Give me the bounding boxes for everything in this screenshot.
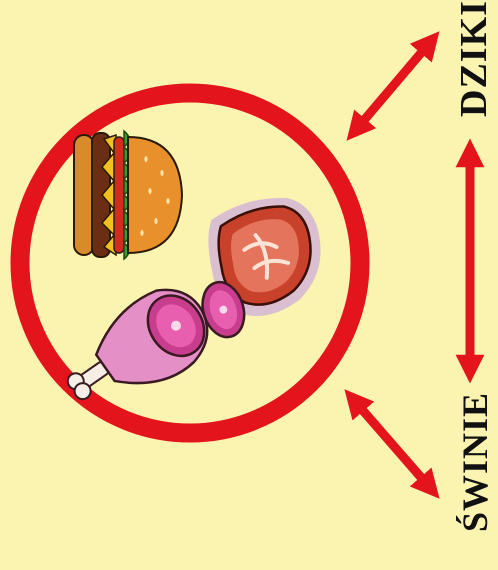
label-dziki: DZIKI	[453, 0, 495, 117]
meat-circle	[10, 83, 370, 443]
label-swinie: ŚWINIE	[455, 392, 495, 533]
steak-icon	[208, 197, 321, 316]
arrow-circle-to-swinie	[344, 389, 440, 499]
ham-leg-icon	[66, 280, 246, 401]
burger-icon	[73, 129, 184, 261]
arrow-circle-to-dziki	[346, 31, 440, 141]
